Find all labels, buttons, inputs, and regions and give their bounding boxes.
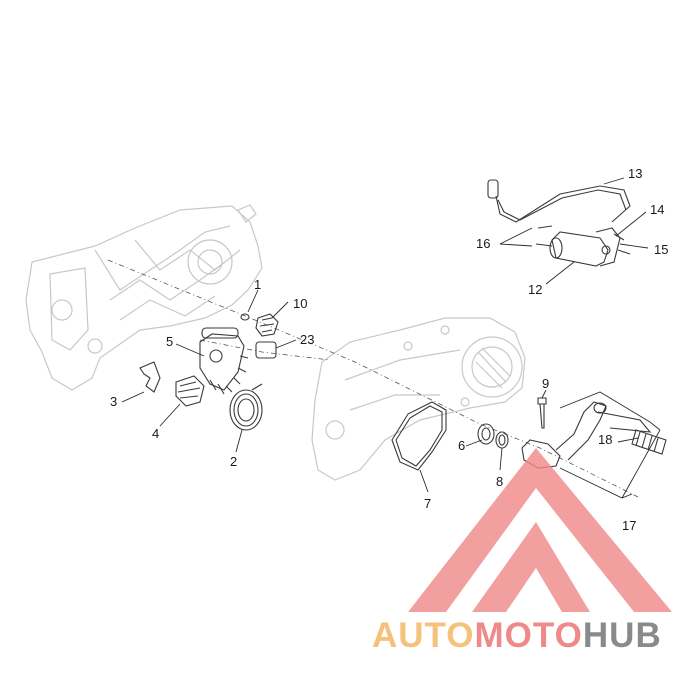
label-part-14: 14 (650, 202, 664, 217)
watermark-word-auto: AUTO (372, 616, 475, 655)
leader-lines (121, 177, 649, 493)
part-1-pin (240, 313, 250, 321)
label-part-1: 1 (254, 277, 261, 292)
part-2-spring (229, 383, 263, 431)
part-4-driven-gear (175, 375, 205, 407)
label-part-18: 18 (598, 432, 612, 447)
label-part-4: 4 (152, 426, 159, 441)
part-12-starter-motor (549, 227, 621, 267)
label-part-15: 15 (654, 242, 668, 257)
label-part-3: 3 (110, 394, 117, 409)
label-part-7: 7 (424, 496, 431, 511)
watermark-word-hub: HUB (582, 616, 662, 655)
watermark-logo-icon (408, 448, 672, 612)
part-9-bolt (537, 397, 547, 429)
label-part-9: 9 (542, 376, 549, 391)
part-13-wiring (487, 179, 631, 223)
assembly-axis-lines (107, 259, 641, 499)
label-part-10: 10 (293, 296, 307, 311)
label-part-13: 13 (628, 166, 642, 181)
label-part-23: 23 (300, 332, 314, 347)
label-part-8: 8 (496, 474, 503, 489)
watermark-wordmark: AUTOMOTOHUB (372, 616, 662, 656)
left-crankcase-ghost (25, 204, 263, 391)
label-part-12: 12 (528, 282, 542, 297)
part-6-seal (477, 423, 495, 445)
part-23-bush (255, 341, 277, 359)
label-part-6: 6 (458, 438, 465, 453)
label-part-16: 16 (476, 236, 490, 251)
part-5-gear-sector (199, 327, 249, 395)
right-crankcase-ghost (311, 317, 526, 481)
part-10-pinion (255, 313, 279, 337)
part-14-15-16-hardware (535, 225, 631, 255)
label-part-2: 2 (230, 454, 237, 469)
label-part-17: 17 (622, 518, 636, 533)
part-7-gasket (391, 401, 447, 471)
part-number-labels: 1 2 3 4 5 6 7 8 9 10 12 13 14 15 16 17 1… (110, 166, 668, 533)
watermark-word-moto: MOTO (474, 616, 583, 655)
part-3-clip (139, 361, 161, 393)
label-part-5: 5 (166, 334, 173, 349)
part-8-washer (495, 431, 509, 449)
